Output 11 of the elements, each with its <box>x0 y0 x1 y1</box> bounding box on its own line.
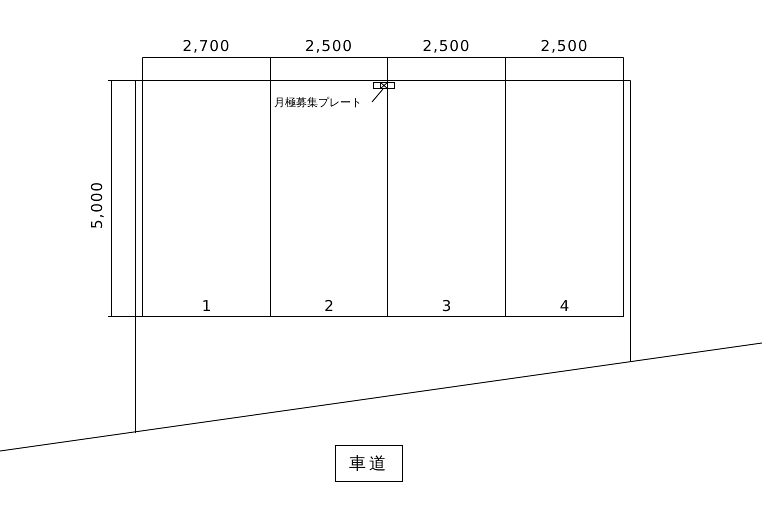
leader-line <box>372 88 384 102</box>
dimension-label: 2,500 <box>422 38 470 54</box>
parking-space: 1 <box>142 80 271 317</box>
dimension-label: 2,700 <box>182 38 230 54</box>
dimension-label: 2,500 <box>305 38 353 54</box>
callout-text: 月極募集プレート <box>274 94 374 112</box>
sign-plate-icon <box>373 82 395 89</box>
road-label-box: 車道 <box>335 445 403 482</box>
dimension-label: 2,500 <box>540 38 588 54</box>
parking-space: 4 <box>505 80 624 317</box>
dimension-label: 5,000 <box>89 181 105 229</box>
